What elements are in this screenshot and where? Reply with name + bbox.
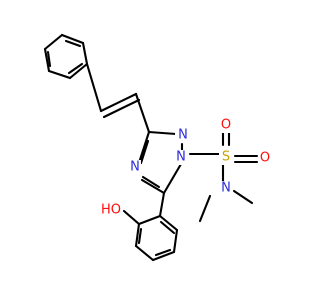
phenol-ring <box>122 191 179 262</box>
atom-label-hydroxyl: HO <box>101 203 121 218</box>
vinyl-linker <box>85 62 151 134</box>
atom-label-n1: N <box>176 150 186 165</box>
dimethylamine-group <box>198 189 254 223</box>
atom-labels: N N N S O O N HO <box>101 118 272 218</box>
atom-label-n2: N <box>178 128 188 143</box>
atom-label-oxygen-a: O <box>221 118 231 133</box>
atom-label-oxygen-b: O <box>260 151 270 166</box>
phenyl-ring <box>43 33 89 80</box>
molecule-canvas: N N N S O O N HO <box>43 33 272 262</box>
atom-label-sulfonamide-n: N <box>221 181 231 196</box>
atom-label-n4: N <box>130 160 140 175</box>
structure-diagram: N N N S O O N HO <box>43 33 272 262</box>
atom-label-sulfur: S <box>222 150 230 165</box>
